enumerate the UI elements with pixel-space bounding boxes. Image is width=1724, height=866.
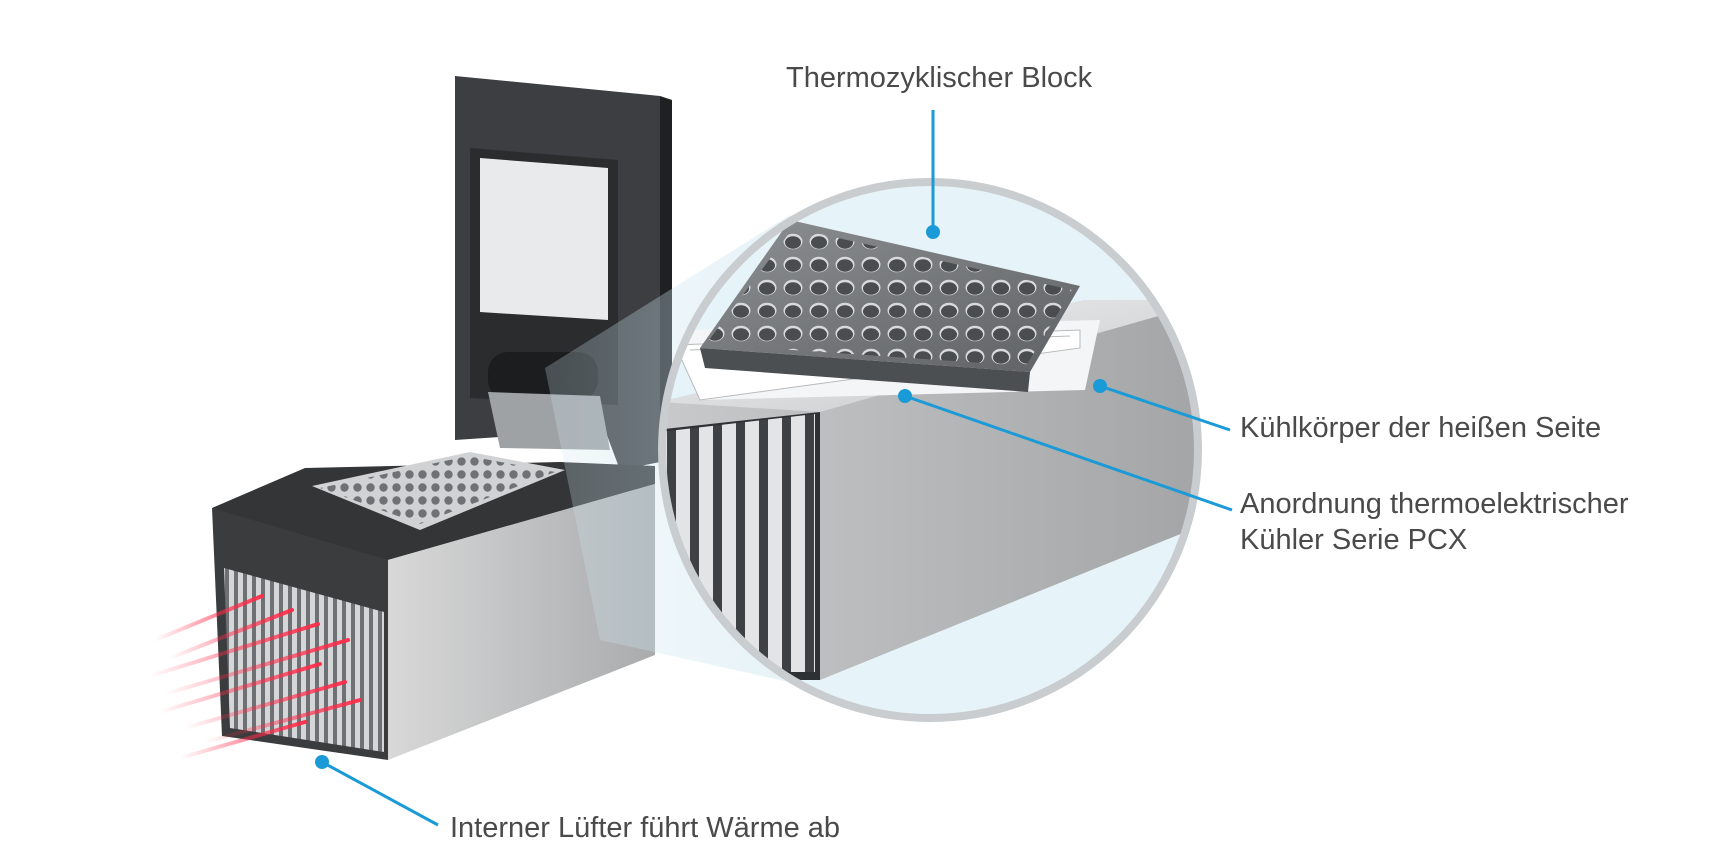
- callout-line-heatsink: [1099, 384, 1231, 432]
- device-lid: [455, 76, 672, 470]
- label-tec-line2: Kühler Serie PCX: [1240, 524, 1468, 556]
- label-thermal-block: Thermozyklischer Block: [786, 62, 1093, 94]
- label-tec-line1: Anordnung thermoelektrischer: [1240, 488, 1629, 520]
- callout-line-tec: [904, 394, 1233, 512]
- device-base: [212, 392, 655, 760]
- heat-arrows: [148, 594, 362, 760]
- label-fan: Interner Lüfter führt Wärme ab: [450, 812, 841, 844]
- callout-dot-fan: [315, 755, 329, 769]
- callout-dot-tec: [898, 389, 912, 403]
- callout-dot-heatsink: [1093, 379, 1107, 393]
- magnifier-lens: [658, 178, 1202, 722]
- label-heat-sink: Kühlkörper der heißen Seite: [1240, 412, 1602, 444]
- callout-dot-block: [926, 225, 940, 239]
- callout-line-fan: [321, 760, 439, 827]
- callouts: [321, 110, 1233, 827]
- label-tec-array: Anordnung thermoelektrischer Kühler Seri…: [1240, 486, 1628, 558]
